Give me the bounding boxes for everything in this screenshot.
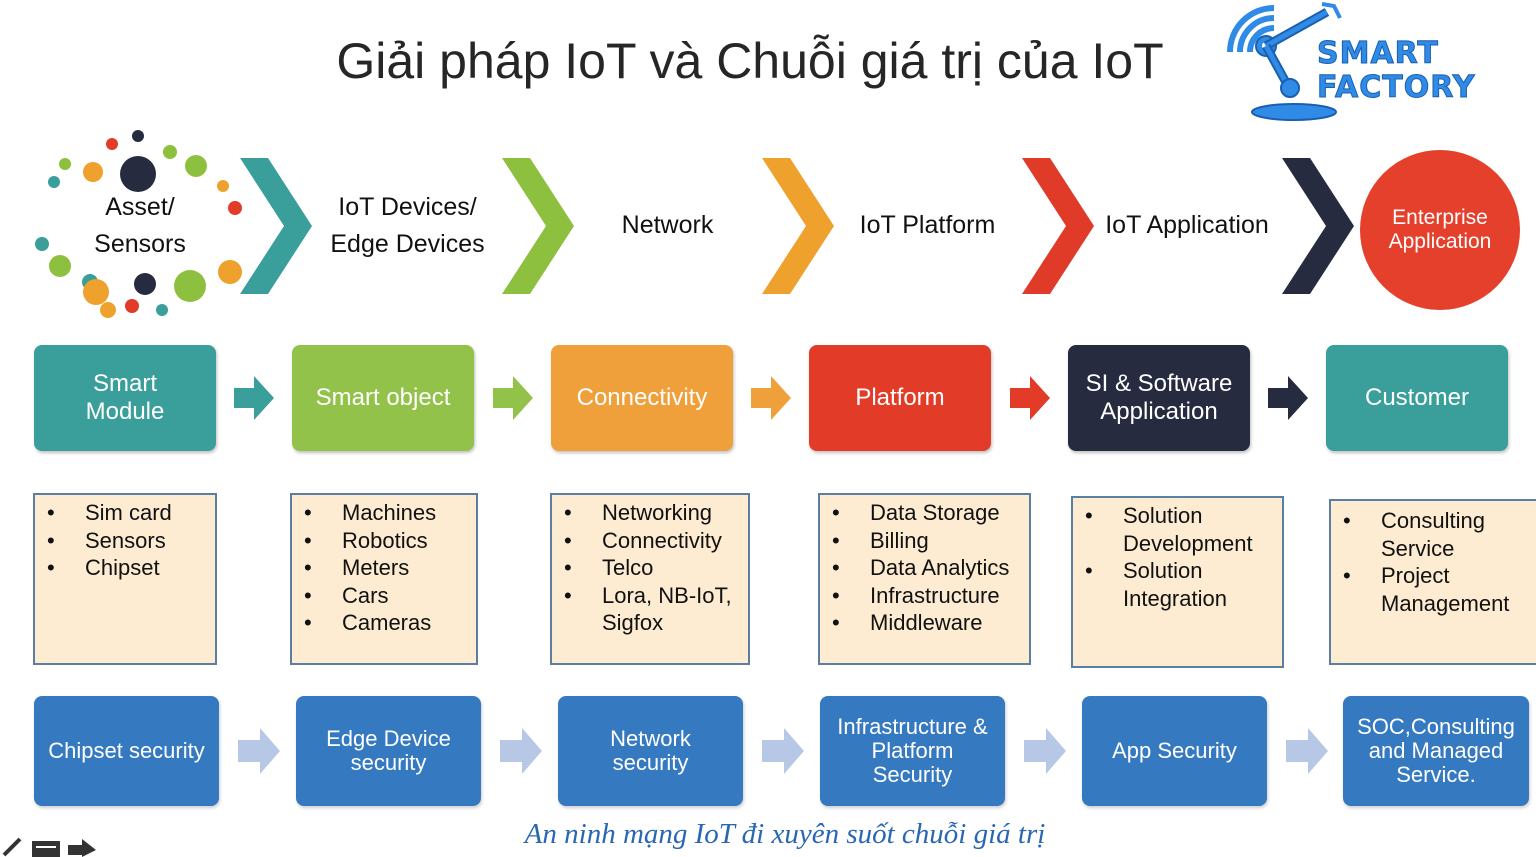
sensor-dots-graphic — [35, 130, 242, 318]
stage-iot-platform: IoT Platform — [859, 211, 996, 239]
list-item: Solution Integration — [1081, 557, 1243, 612]
segment-si-software: SI & Software Application — [1068, 345, 1250, 451]
logo-line2: FACTORY — [1316, 70, 1476, 106]
list-item: Sensors — [43, 527, 215, 555]
security-chipset: Chipset security — [34, 696, 219, 806]
list-item: Networking — [560, 499, 748, 527]
chevron-arrow-icon — [1022, 158, 1094, 294]
segment-customer: Customer — [1326, 345, 1508, 451]
list-item: Lora, NB-IoT, Sigfox — [560, 582, 748, 637]
stage-line: IoT Devices/ — [338, 193, 477, 221]
right-arrow-icon — [1286, 728, 1328, 774]
security-soc-managed-service: SOC,Consulting and Managed Service. — [1343, 696, 1529, 806]
list-box-smart-module: Sim card Sensors Chipset — [33, 493, 217, 665]
list-item: Connectivity — [560, 527, 748, 555]
footer-caption: An ninh mạng IoT đi xuyên suốt chuỗi giá… — [524, 818, 1046, 850]
right-arrow-icon — [1024, 728, 1066, 774]
stage-asset-sensors: Asset/ Sensors — [60, 189, 220, 263]
security-edge-device: Edge Device security — [296, 696, 481, 806]
stage-network: Network — [621, 211, 714, 239]
chevron-arrow-icon — [762, 158, 834, 294]
stage-line: Asset/ — [105, 193, 175, 221]
stage-line: Enterprise — [1392, 206, 1488, 229]
list-item: Machines — [300, 499, 476, 527]
stage-line: Application — [1388, 230, 1492, 253]
list-item: Billing — [828, 527, 1029, 555]
list-item: Cameras — [300, 609, 476, 637]
next-arrow-icon[interactable] — [68, 839, 96, 857]
list-box-si-software: Solution Development Solution Integratio… — [1071, 496, 1284, 668]
list-item: Data Storage — [828, 499, 1029, 527]
stage-iot-devices: IoT Devices/ Edge Devices — [315, 189, 500, 263]
list-item: Sim card — [43, 499, 215, 527]
list-box-connectivity: Networking Connectivity Telco Lora, NB-I… — [550, 493, 750, 665]
list-item: Consulting Service — [1339, 507, 1501, 562]
smart-factory-logo: SMART FACTORY — [1222, 0, 1522, 125]
right-arrow-icon — [500, 728, 542, 774]
list-item: Meters — [300, 554, 476, 582]
list-item: Project Management — [1339, 562, 1521, 617]
page-title: Giải pháp IoT và Chuỗi giá trị của IoT — [336, 33, 1164, 89]
right-arrow-icon — [493, 376, 533, 420]
security-infrastructure-platform: Infrastructure & Platform Security — [820, 696, 1005, 806]
list-item: Chipset — [43, 554, 215, 582]
right-arrow-icon — [234, 376, 274, 420]
slide-toolbar[interactable] — [0, 835, 100, 857]
security-network: Network security — [558, 696, 743, 806]
list-item: Solution Development — [1081, 502, 1263, 557]
stage-line: Sensors — [94, 230, 186, 258]
right-arrow-icon — [762, 728, 804, 774]
pen-icon[interactable] — [2, 837, 22, 857]
list-item: Cars — [300, 582, 476, 610]
right-arrow-icon — [751, 376, 791, 420]
segment-connectivity: Connectivity — [551, 345, 733, 451]
segment-smart-object: Smart object — [292, 345, 474, 451]
right-arrow-icon — [1268, 376, 1308, 420]
segment-platform: Platform — [809, 345, 991, 451]
chevron-arrow-icon — [240, 158, 312, 294]
list-box-smart-object: Machines Robotics Meters Cars Cameras — [290, 493, 478, 665]
segment-smart-module: Smart Module — [34, 345, 216, 451]
list-box-customer: Consulting Service Project Management — [1329, 499, 1536, 665]
robot-arm-icon — [1227, 2, 1342, 121]
list-item: Middleware — [828, 609, 1029, 637]
list-item: Infrastructure — [828, 582, 1029, 610]
notes-icon[interactable] — [32, 841, 60, 857]
chevron-arrow-icon — [502, 158, 574, 294]
list-item: Telco — [560, 554, 748, 582]
list-box-platform: Data Storage Billing Data Analytics Infr… — [818, 493, 1031, 665]
stage-iot-application: IoT Application — [1105, 211, 1269, 239]
logo-line1: SMART — [1317, 36, 1439, 72]
stage-line: Edge Devices — [330, 230, 485, 258]
security-app: App Security — [1082, 696, 1267, 806]
right-arrow-icon — [1010, 376, 1050, 420]
list-item: Robotics — [300, 527, 476, 555]
list-item: Data Analytics — [828, 554, 1029, 582]
chevron-arrow-icon — [1282, 158, 1354, 294]
enterprise-application-circle: Enterprise Application — [1360, 150, 1520, 310]
right-arrow-icon — [238, 728, 280, 774]
